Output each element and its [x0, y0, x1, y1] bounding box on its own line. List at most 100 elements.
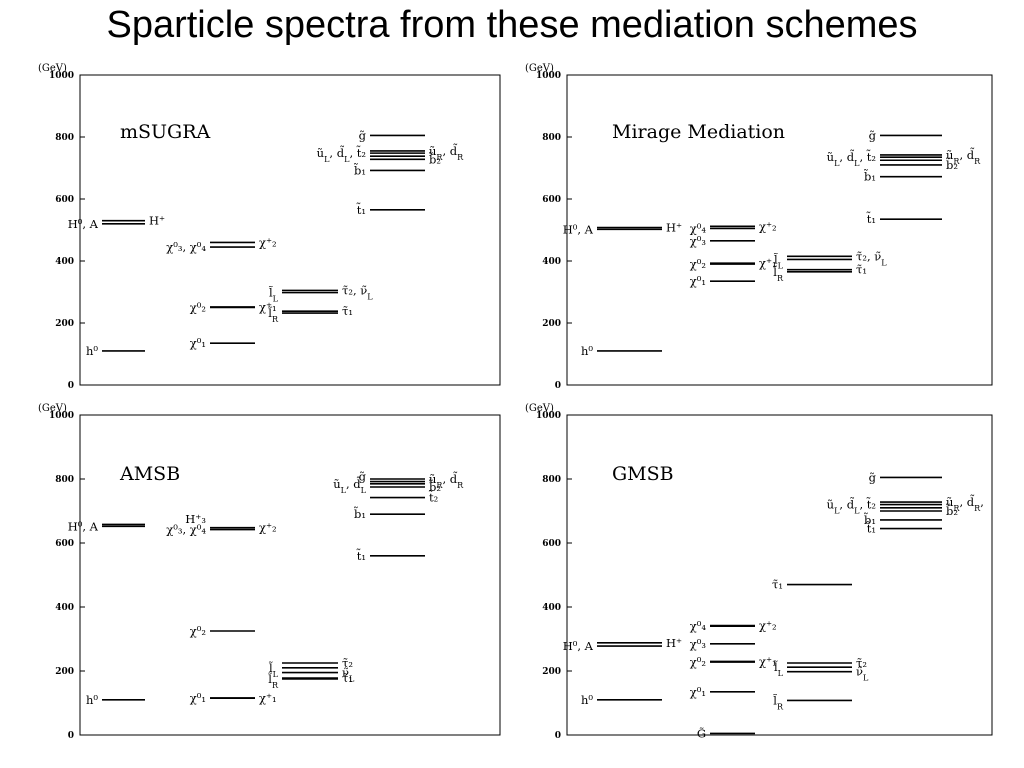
y-tick-label: 0	[555, 731, 561, 741]
level-label-b-1: b̃₁	[864, 512, 876, 526]
level-label-u-r-d-r: ũR, d̃R	[429, 472, 464, 490]
level-label-b-2: b̃₂	[946, 157, 958, 171]
y-tick-label: 400	[542, 257, 561, 267]
level-label-h-3: H⁺₃	[185, 512, 206, 526]
level-label-l-l: l̃L	[269, 661, 279, 679]
level-label-1: χ⁺₁	[259, 300, 277, 314]
y-axis-label: (GeV)	[38, 63, 67, 74]
level-label-g: g̃	[869, 470, 877, 484]
y-tick-label: 600	[542, 539, 561, 549]
level-label-h0: h⁰	[581, 693, 593, 707]
level-label-h0: h⁰	[86, 693, 98, 707]
level-label-1: χ⁺₁	[259, 691, 277, 705]
level-label-b-1: b̃₁	[354, 507, 366, 521]
level-label-l: ν̃L	[856, 665, 869, 683]
level-label-04: χ⁰₄	[690, 221, 707, 235]
plot-frame	[566, 414, 993, 736]
level-label-02: χ⁰₂	[190, 301, 206, 315]
y-tick-label: 200	[542, 319, 561, 329]
level-label-03-04: χ⁰₃, χ⁰₄	[166, 240, 206, 254]
level-label-04: χ⁰₄	[690, 619, 707, 633]
y-tick-label: 0	[68, 381, 74, 391]
level-label-1: τ̃₁	[342, 304, 353, 318]
level-label-u-r-d-r: ũR, d̃R,	[946, 495, 984, 513]
y-axis-label: (GeV)	[525, 403, 554, 414]
level-label-h0-a: H⁰, A	[68, 217, 99, 231]
level-label-b-1: b̃₁	[354, 163, 366, 177]
level-label-u-l-d-l-t-2: ũL, d̃L, t̃₂	[827, 150, 876, 168]
level-label-l: ν̃L	[342, 666, 355, 684]
level-label-1: τ̃₁	[342, 671, 353, 685]
y-tick-label: 200	[55, 667, 74, 677]
level-label-1: τ̃₁	[856, 263, 867, 277]
y-tick-label: 400	[55, 603, 74, 613]
level-label-g: G̃	[697, 726, 706, 740]
y-tick-label: 800	[55, 475, 74, 485]
y-tick-label: 400	[55, 257, 74, 267]
y-axis-label: (GeV)	[38, 403, 67, 414]
level-label-l-l: l̃L	[774, 252, 784, 270]
chart-title: mSUGRA	[120, 121, 211, 143]
level-label-h0-a: H⁰, A	[563, 639, 594, 653]
level-label-t-2: t̃₂	[429, 490, 439, 504]
level-label-b-1: b̃₁	[864, 169, 876, 183]
level-label-2: τ̃₂	[342, 656, 353, 670]
chart-title: Mirage Mediation	[612, 121, 785, 143]
plot-frame	[79, 74, 501, 386]
level-label-03-04: χ⁰₃, χ⁰₄	[166, 523, 206, 537]
level-label-l-l: l̃L	[774, 660, 784, 678]
y-tick-label: 200	[55, 319, 74, 329]
level-label-01: χ⁰₁	[690, 685, 706, 699]
y-tick-label: 800	[55, 133, 74, 143]
level-label-03: χ⁰₃	[690, 234, 707, 248]
level-label-l-l: l̃L	[269, 286, 279, 304]
level-label-t-1: t̃₁	[866, 521, 876, 535]
level-label-h: H⁺	[666, 221, 682, 235]
level-label-h0: h⁰	[581, 344, 593, 358]
level-label-h: H⁺	[149, 214, 165, 228]
y-tick-label: 200	[542, 667, 561, 677]
level-label-01: χ⁰₁	[190, 336, 206, 350]
level-label-1: τ̃₁	[772, 578, 783, 592]
level-label-h0-a: H⁰, A	[68, 519, 99, 533]
level-label-u-r-d-r: ũR, d̃R	[429, 143, 464, 161]
slide-title: Sparticle spectra from these mediation s…	[106, 4, 918, 46]
level-label-g: g̃	[359, 128, 367, 142]
level-label-l-r: l̃R	[268, 306, 279, 324]
level-label-u-l-d-l: ũL, d̃L	[333, 476, 366, 494]
level-label-01: χ⁰₁	[690, 274, 706, 288]
y-tick-label: 400	[542, 603, 561, 613]
level-label-h0-a: H⁰, A	[563, 222, 594, 236]
y-tick-label: 1000	[49, 411, 74, 421]
level-label-2-l: τ̃₂, ν̃L	[856, 249, 887, 267]
level-label-b-2: b̃₂	[429, 152, 441, 166]
level-label-u-r-d-r: ũR, d̃R	[946, 147, 981, 165]
level-label-b-2: b̃₂	[946, 504, 958, 518]
level-label-1: χ⁺₁	[759, 654, 777, 668]
y-tick-label: 800	[542, 133, 561, 143]
level-label-t-1: t̃₁	[866, 212, 876, 226]
y-tick-label: 0	[68, 731, 74, 741]
y-axis-label: (GeV)	[525, 63, 554, 74]
level-label-u-l-d-l-t-2: ũL, d̃L, t̃₂	[317, 146, 366, 164]
level-label-01: χ⁰₁	[190, 691, 206, 705]
level-label-t-1: t̃₁	[356, 202, 366, 216]
level-label-h0: h⁰	[86, 344, 98, 358]
level-label-2-l: τ̃₂, ν̃L	[342, 283, 373, 301]
level-label-1: χ⁺₁	[759, 256, 777, 270]
level-label-l-r: l̃R	[773, 265, 784, 283]
y-tick-label: 600	[542, 195, 561, 205]
level-label-2: τ̃₂	[856, 656, 867, 670]
level-label-2: χ⁺₂	[759, 219, 777, 233]
level-label-l-r: l̃R	[773, 693, 784, 711]
plot-frame	[566, 74, 993, 386]
y-tick-label: 0	[555, 381, 561, 391]
